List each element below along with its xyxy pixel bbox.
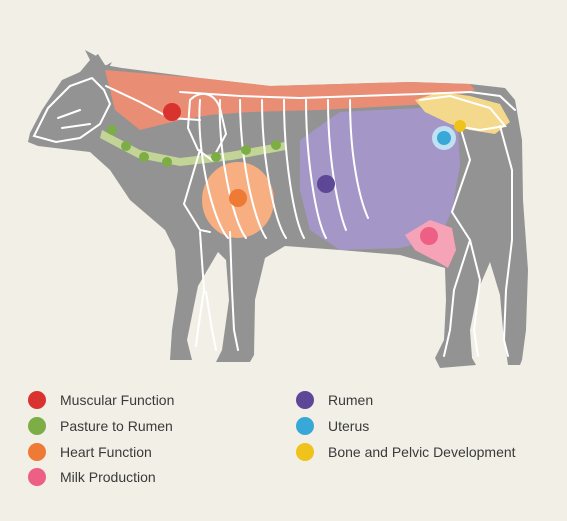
legend-label-rumen: Rumen bbox=[328, 392, 374, 408]
legend-item-muscular: Muscular Function bbox=[28, 390, 174, 410]
bone-dot-icon bbox=[296, 443, 314, 461]
milk-dot-icon bbox=[28, 468, 46, 486]
bone-marker bbox=[454, 120, 466, 132]
pelvis-region bbox=[415, 92, 510, 134]
legend-item-milk: Milk Production bbox=[28, 467, 156, 487]
legend-item-rumen: Rumen bbox=[296, 390, 373, 410]
legend-label-uterus: Uterus bbox=[328, 418, 370, 434]
heart-marker bbox=[229, 189, 247, 207]
uterus-marker bbox=[437, 131, 451, 145]
legend-label-bone: Bone and Pelvic Development bbox=[328, 444, 516, 460]
muscle-region bbox=[105, 70, 475, 130]
rumen-marker bbox=[317, 175, 335, 193]
muscular-dot-icon bbox=[28, 391, 46, 409]
rumen-dot-icon bbox=[296, 391, 314, 409]
legend-label-muscular: Muscular Function bbox=[60, 392, 175, 408]
heart-dot-icon bbox=[28, 443, 46, 461]
legend-item-pasture: Pasture to Rumen bbox=[28, 416, 173, 436]
legend-item-heart: Heart Function bbox=[28, 442, 152, 462]
region-markers bbox=[107, 103, 466, 245]
legend-label-heart: Heart Function bbox=[60, 444, 152, 460]
skeleton bbox=[32, 76, 516, 357]
legend-label-milk: Milk Production bbox=[60, 469, 156, 485]
legend-item-bone: Bone and Pelvic Development bbox=[296, 442, 516, 462]
uterus-dot-icon bbox=[296, 417, 314, 435]
pasture-markers bbox=[107, 125, 281, 167]
legend-item-uterus: Uterus bbox=[296, 416, 369, 436]
legend-label-pasture: Pasture to Rumen bbox=[60, 418, 173, 434]
milk-marker bbox=[420, 227, 438, 245]
pasture-dot-icon bbox=[28, 417, 46, 435]
muscular-marker bbox=[163, 103, 181, 121]
